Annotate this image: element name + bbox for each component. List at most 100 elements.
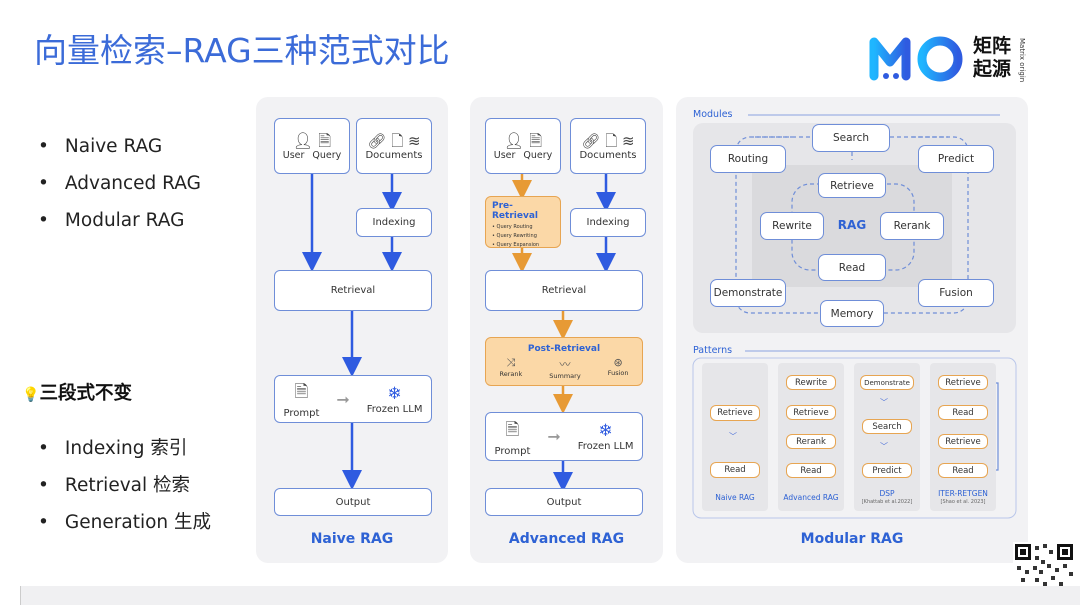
module-predict: Predict <box>918 145 994 173</box>
module-fusion: Fusion <box>918 279 994 307</box>
pattern-box: Demonstrate <box>860 375 914 390</box>
documents-label: Documents <box>579 149 637 161</box>
module-rerank: Rerank <box>880 212 944 240</box>
page-title: 向量检索–RAG三种范式对比 <box>34 31 450 70</box>
list-item: • Query Expansion <box>492 242 540 248</box>
pattern-box: Read <box>786 463 836 478</box>
fusion-icon: ⊛ <box>613 355 623 369</box>
post-retrieval-title: Post-Retrieval <box>527 343 601 354</box>
snowflake-icon: ❄ <box>598 421 613 441</box>
snowflake-icon: ❄ <box>387 383 402 404</box>
footer-bar <box>20 586 1080 605</box>
list-item: Retrieval 检索 <box>38 471 211 508</box>
module-routing: Routing <box>710 145 786 173</box>
pattern-name: ITER-RETGEN [Shao et al. 2023] <box>938 489 988 505</box>
arrow-right-icon: ➞ <box>547 427 561 446</box>
prompt-label: Prompt <box>283 408 320 419</box>
indexing-box: Indexing <box>356 208 432 237</box>
logo-en-text: Matrix origin <box>1018 38 1026 83</box>
pattern-box: Read <box>938 405 988 420</box>
waveform-icon: 〰 <box>559 357 571 371</box>
modules-heading: Modules <box>693 109 733 120</box>
documents-box: 🔗︎ 🗋 ≋ Documents <box>570 118 646 174</box>
module-rewrite: Rewrite <box>760 212 824 240</box>
llm-box: 🗎 Prompt ➞ ❄ Frozen LLM <box>485 412 643 461</box>
pattern-box: Retrieve <box>938 434 988 449</box>
query-label: Query <box>523 149 553 161</box>
arrow-right-icon: ➞ <box>336 389 350 409</box>
module-retrieve: Retrieve <box>818 173 886 198</box>
pattern-name: DSP [Khattab et al.2022] <box>861 489 913 505</box>
logo: 矩阵 起源 Matrix origin <box>868 32 1033 88</box>
chevron-down-icon: ﹀ <box>880 442 888 451</box>
pre-retrieval-title: Pre-Retrieval <box>492 201 538 221</box>
pattern-box: Retrieve <box>710 405 760 421</box>
pattern-box: Rewrite <box>786 375 836 390</box>
list-item: Indexing 索引 <box>38 434 211 471</box>
module-search: Search <box>812 124 890 152</box>
llm-box: 🗎 Prompt ➞ ❄ Frozen LLM <box>274 375 432 423</box>
prompt-label: Prompt <box>494 445 531 457</box>
list-item: • Query Routing <box>492 224 533 230</box>
chevron-down-icon: ﹀ <box>880 398 888 407</box>
documents-box: 🔗︎ 🗋 ≋ Documents <box>356 118 432 174</box>
paradigm-list: Naive RAG Advanced RAG Modular RAG <box>38 136 201 247</box>
user-query-box: 👤︎ 🗎 User Query <box>485 118 561 174</box>
user-label: User <box>282 149 305 161</box>
frozen-llm-label: Frozen LLM <box>366 403 423 415</box>
divider <box>20 586 21 605</box>
search-doc-icon: 🗎 <box>529 130 543 150</box>
lightbulb-icon: 💡 <box>22 387 40 403</box>
document-icons: 🔗︎ 🗋 ≋ <box>367 131 421 150</box>
module-read: Read <box>818 254 886 281</box>
user-label: User <box>493 149 516 161</box>
frozen-llm-label: Frozen LLM <box>577 441 634 452</box>
retrieval-box: Retrieval <box>274 270 432 311</box>
chevron-down-icon: ﹀ <box>729 432 737 441</box>
pattern-box: Rerank <box>786 434 836 449</box>
pattern-box: Predict <box>862 463 912 478</box>
modular-rag-label: Modular RAG <box>800 531 904 547</box>
rerank-label: Rerank <box>499 369 523 378</box>
document-icon: 🗎 <box>294 382 309 402</box>
output-box: Output <box>274 488 432 516</box>
module-demonstrate: Demonstrate <box>710 279 786 307</box>
indexing-box: Indexing <box>570 208 646 237</box>
search-doc-icon: 🗎 <box>318 130 332 150</box>
naive-rag-label: Naive RAG <box>310 531 394 547</box>
advanced-rag-label: Advanced RAG <box>508 531 625 547</box>
document-icon: 🗎 <box>505 419 520 440</box>
pattern-box: Search <box>862 419 912 434</box>
logo-mark-icon <box>869 36 963 82</box>
documents-label: Documents <box>365 149 423 161</box>
user-icon: 👤︎ 🗎 <box>292 130 332 150</box>
rag-center-label: RAG <box>837 218 867 232</box>
patterns-heading: Patterns <box>693 345 733 356</box>
module-memory: Memory <box>820 300 884 327</box>
retrieval-box: Retrieval <box>485 270 643 311</box>
list-item: Naive RAG <box>38 136 201 173</box>
list-item: Modular RAG <box>38 210 201 247</box>
shuffle-icon: ⤨ <box>506 355 516 369</box>
list-item: Generation 生成 <box>38 508 211 545</box>
user-icon: 👤︎ 🗎 <box>503 130 543 150</box>
pattern-box: Read <box>938 463 988 478</box>
document-icons: 🔗︎ 🗋 ≋ <box>581 131 635 150</box>
pattern-naive-column <box>702 363 768 511</box>
pattern-box: Read <box>710 462 760 478</box>
list-item: • Query Rewriting <box>492 233 537 239</box>
post-retrieval-box: Post-Retrieval ⤨ Rerank 〰 Summary ⊛ Fusi… <box>485 337 643 386</box>
summary-label: Summary <box>549 371 581 380</box>
pattern-box: Retrieve <box>786 405 836 420</box>
user-query-box: 👤︎ 🗎 User Query <box>274 118 350 174</box>
pre-retrieval-box: Pre-Retrieval • Query Routing • Query Re… <box>485 196 561 248</box>
pattern-name: Advanced RAG <box>783 493 839 502</box>
section-heading: 💡三段式不变 <box>22 383 132 404</box>
query-label: Query <box>312 149 342 161</box>
pattern-name: Naive RAG <box>715 493 755 502</box>
logo-text: 矩阵 起源 <box>973 35 1012 80</box>
fusion-label: Fusion <box>607 368 629 377</box>
pattern-box: Retrieve <box>938 375 988 390</box>
list-item: Advanced RAG <box>38 173 201 210</box>
stage-list: Indexing 索引 Retrieval 检索 Generation 生成 <box>38 434 211 545</box>
